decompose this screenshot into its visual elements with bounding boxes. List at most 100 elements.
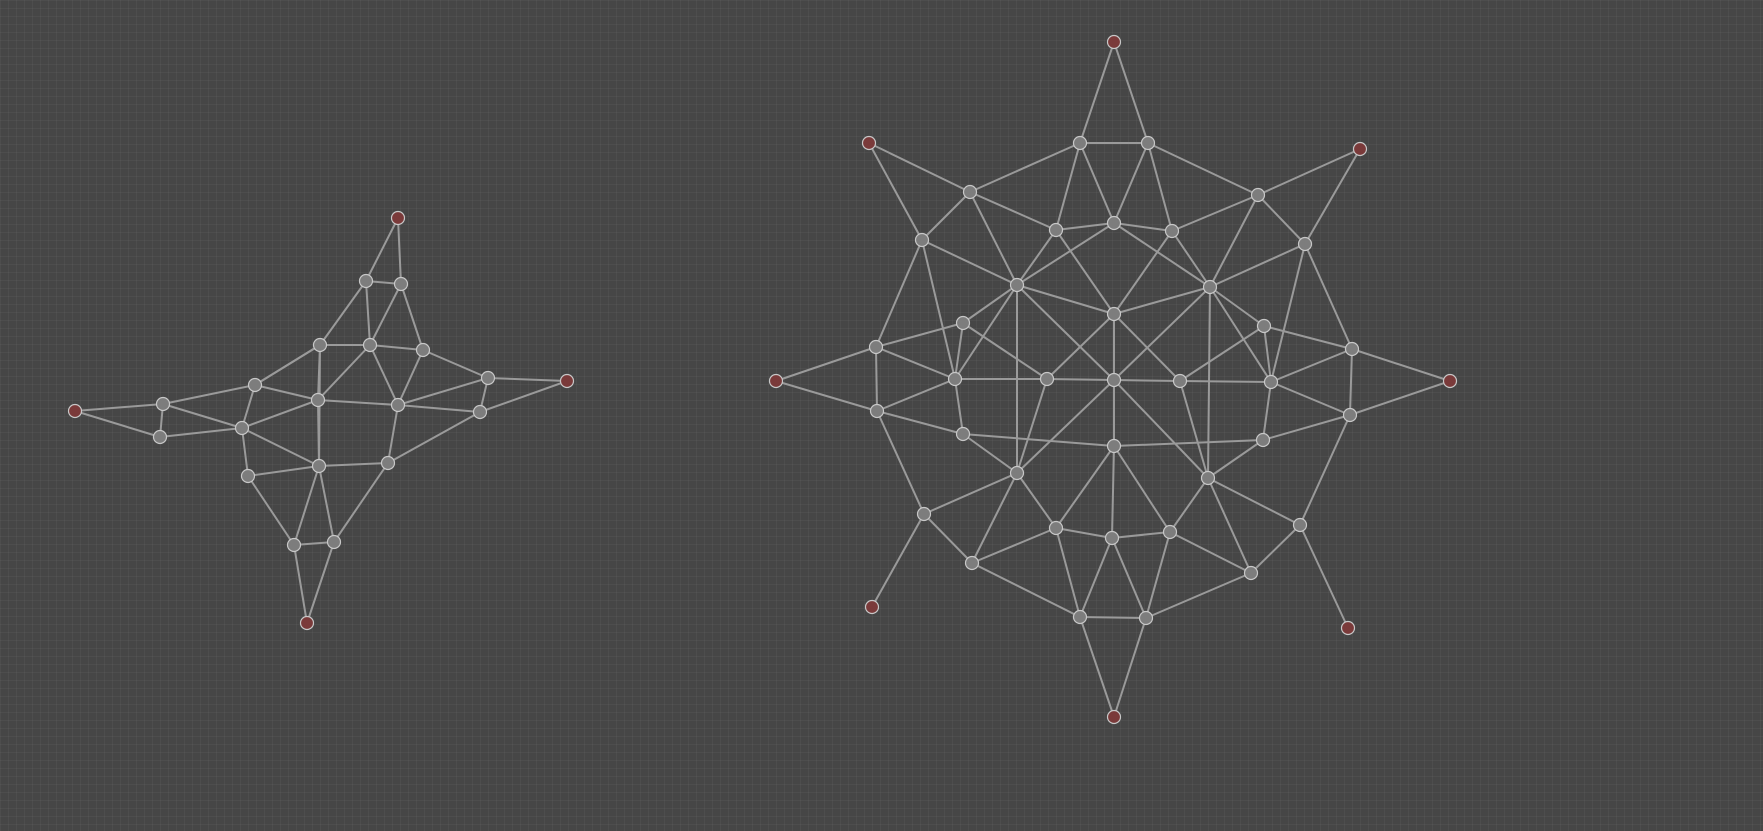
eight-point-star-node[interactable] [955, 315, 971, 331]
warped-star-node[interactable] [358, 273, 374, 289]
eight-point-star-node[interactable] [1342, 407, 1358, 423]
eight-point-star-node[interactable] [1263, 374, 1279, 390]
warped-star-node[interactable] [155, 396, 171, 412]
eight-point-star-anchor-node[interactable] [1106, 34, 1122, 50]
warped-star-node[interactable] [362, 337, 378, 353]
eight-point-star-node[interactable] [1297, 236, 1313, 252]
warped-star-node[interactable] [312, 337, 328, 353]
eight-point-star-node[interactable] [1009, 277, 1025, 293]
eight-point-star-edge [1299, 524, 1349, 629]
warped-star-anchor-node[interactable] [299, 615, 315, 631]
eight-point-star-edge [1113, 222, 1211, 288]
eight-point-star-edge [1349, 348, 1353, 416]
eight-point-star-node[interactable] [868, 339, 884, 355]
warped-star-edge [400, 283, 424, 351]
warped-star-node[interactable] [240, 468, 256, 484]
eight-point-star-edge [876, 378, 956, 412]
eight-point-star-edge [1270, 243, 1306, 383]
eight-point-star-node[interactable] [947, 371, 963, 387]
eight-point-star-node[interactable] [914, 232, 930, 248]
eight-point-star-node[interactable] [916, 506, 932, 522]
eight-point-star-node[interactable] [1106, 372, 1122, 388]
eight-point-star-node[interactable] [1172, 373, 1188, 389]
warped-star-node[interactable] [234, 420, 250, 436]
eight-point-star-node[interactable] [1255, 432, 1271, 448]
eight-point-star-edge [971, 562, 1081, 618]
eight-point-star-edge [1111, 537, 1147, 619]
eight-point-star-node[interactable] [962, 184, 978, 200]
eight-point-star-node[interactable] [1256, 318, 1272, 334]
warped-star-node[interactable] [472, 404, 488, 420]
eight-point-star-node[interactable] [1344, 341, 1360, 357]
warped-star-edge [254, 344, 321, 386]
warped-star-node[interactable] [380, 455, 396, 471]
eight-point-star-anchor-node[interactable] [861, 135, 877, 151]
warped-star-edge [317, 399, 320, 467]
eight-point-star-anchor-node[interactable] [1352, 141, 1368, 157]
warped-star-anchor-node[interactable] [67, 403, 83, 419]
eight-point-star-node[interactable] [1106, 215, 1122, 231]
warped-star-edge [369, 283, 402, 346]
eight-point-star-node[interactable] [1243, 565, 1259, 581]
warped-star-anchor-node[interactable] [390, 210, 406, 226]
eight-point-star-node[interactable] [1104, 530, 1120, 546]
warped-star-node[interactable] [286, 537, 302, 553]
eight-point-star-edge [775, 380, 878, 412]
eight-point-star-edge [1055, 142, 1081, 231]
eight-point-star-edge [1179, 380, 1272, 383]
eight-point-star-edge [1079, 616, 1147, 619]
warped-star-node[interactable] [247, 377, 263, 393]
eight-point-star-edge [1209, 194, 1259, 288]
warped-star-node[interactable] [311, 458, 327, 474]
eight-point-star-node[interactable] [1009, 465, 1025, 481]
eight-point-star-edge [1250, 524, 1301, 574]
eight-point-star-node[interactable] [869, 403, 885, 419]
eight-point-star-node[interactable] [1072, 609, 1088, 625]
eight-point-star-edge [1304, 148, 1361, 245]
eight-point-star-node[interactable] [1048, 222, 1064, 238]
warped-star-edge [369, 344, 399, 406]
eight-point-star-node[interactable] [1072, 135, 1088, 151]
eight-point-star-anchor-node[interactable] [1106, 709, 1122, 725]
warped-star-node[interactable] [480, 370, 496, 386]
eight-point-star-node[interactable] [1039, 371, 1055, 387]
eight-point-star-node[interactable] [1292, 517, 1308, 533]
eight-point-star-node[interactable] [1250, 187, 1266, 203]
eight-point-star-anchor-node[interactable] [864, 599, 880, 615]
eight-point-star-node[interactable] [1138, 610, 1154, 626]
warped-star-edge [387, 404, 399, 464]
eight-point-star-node[interactable] [1106, 438, 1122, 454]
eight-point-star-edge [1263, 325, 1272, 383]
warped-star-node[interactable] [152, 429, 168, 445]
warped-star-anchor-node[interactable] [559, 373, 575, 389]
eight-point-star-node[interactable] [1106, 306, 1122, 322]
eight-point-star-edge [1304, 243, 1353, 350]
eight-point-star-node[interactable] [964, 555, 980, 571]
eight-point-star-nodes [768, 34, 1458, 725]
eight-point-star-edge [1179, 380, 1209, 479]
eight-point-star-anchor-node[interactable] [1442, 373, 1458, 389]
eight-point-star-node[interactable] [1140, 135, 1156, 151]
warped-star-node[interactable] [390, 397, 406, 413]
eight-point-star-edge [1079, 537, 1113, 618]
warped-star-edge [74, 403, 164, 412]
warped-star-edge [369, 344, 424, 351]
eight-point-star-node[interactable] [955, 426, 971, 442]
warped-star-node[interactable] [393, 276, 409, 292]
warped-star-node[interactable] [326, 534, 342, 550]
eight-point-star-node[interactable] [1048, 520, 1064, 536]
eight-point-star-edge [868, 142, 923, 241]
eight-point-star-edge [1147, 142, 1173, 232]
eight-point-star-node[interactable] [1164, 223, 1180, 239]
eight-point-star-anchor-node[interactable] [768, 373, 784, 389]
eight-point-star-node[interactable] [1200, 470, 1216, 486]
eight-point-star-edge [1207, 286, 1211, 479]
eight-point-star-edge [1351, 348, 1451, 382]
warped-star-node[interactable] [310, 392, 326, 408]
eight-point-star-node[interactable] [1202, 279, 1218, 295]
warped-star-node[interactable] [415, 342, 431, 358]
eight-point-star-anchor-node[interactable] [1340, 620, 1356, 636]
eight-point-star-edge [1016, 284, 1115, 381]
eight-point-star-node[interactable] [1162, 524, 1178, 540]
